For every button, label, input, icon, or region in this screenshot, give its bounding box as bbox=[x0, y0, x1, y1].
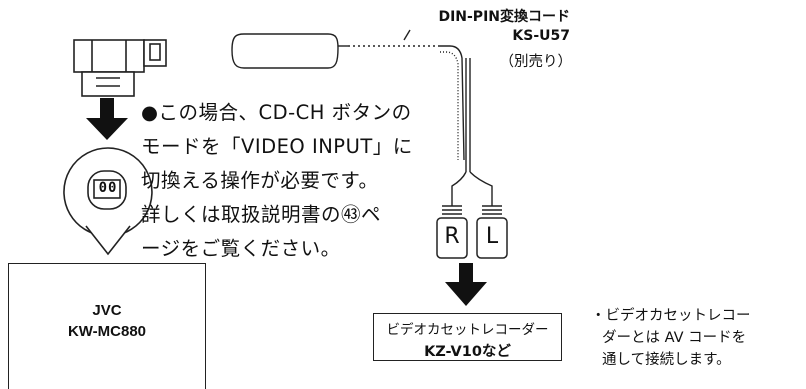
cable-name: DIN-PIN変換コード bbox=[438, 9, 570, 25]
connection-diagram bbox=[63, 29, 508, 306]
rca-plug-l bbox=[476, 205, 508, 259]
down-arrow-icon bbox=[86, 98, 128, 140]
head-unit-brand: JVC bbox=[92, 302, 122, 319]
cable-model: KS-U57 bbox=[512, 28, 570, 44]
head-unit-model: KW-MC880 bbox=[67, 323, 147, 340]
rca-plug-r bbox=[436, 205, 468, 259]
note-line-1: ●この場合、CD-CH ボタンの bbox=[141, 101, 412, 124]
note-line-2: モードを「VIDEO INPUT」に bbox=[141, 135, 413, 158]
head-unit-label: JVC KW-MC880 bbox=[8, 300, 206, 342]
vcr-model: KZ-V10など bbox=[424, 344, 511, 360]
dial-callout bbox=[63, 147, 153, 256]
down-arrow-icon bbox=[445, 263, 487, 306]
cable-sold-separately: （別売り） bbox=[499, 54, 573, 70]
head-unit-box bbox=[8, 263, 206, 389]
side-note-line-2: ダーとは AV コードを bbox=[602, 330, 747, 346]
vcr-label: ビデオカセットレコーダー bbox=[386, 322, 549, 338]
dial-display-label: 00 bbox=[98, 180, 118, 196]
din-pin-cable bbox=[231, 29, 493, 206]
note-line-5: ージをご覧ください。 bbox=[141, 237, 341, 260]
vcr-box: ビデオカセットレコーダー KZ-V10など bbox=[373, 313, 562, 361]
plug-l-label: L bbox=[485, 224, 499, 249]
plug-r-label: R bbox=[444, 224, 460, 249]
note-line-4: 詳しくは取扱説明書の㊸ペ bbox=[141, 203, 382, 226]
cd-changer-connector bbox=[73, 39, 167, 97]
side-note-line-1: ・ビデオカセットレコー bbox=[591, 308, 751, 324]
side-note-line-3: 通して接続します。 bbox=[602, 352, 731, 368]
note-line-3: 切換える操作が必要です。 bbox=[141, 169, 379, 192]
